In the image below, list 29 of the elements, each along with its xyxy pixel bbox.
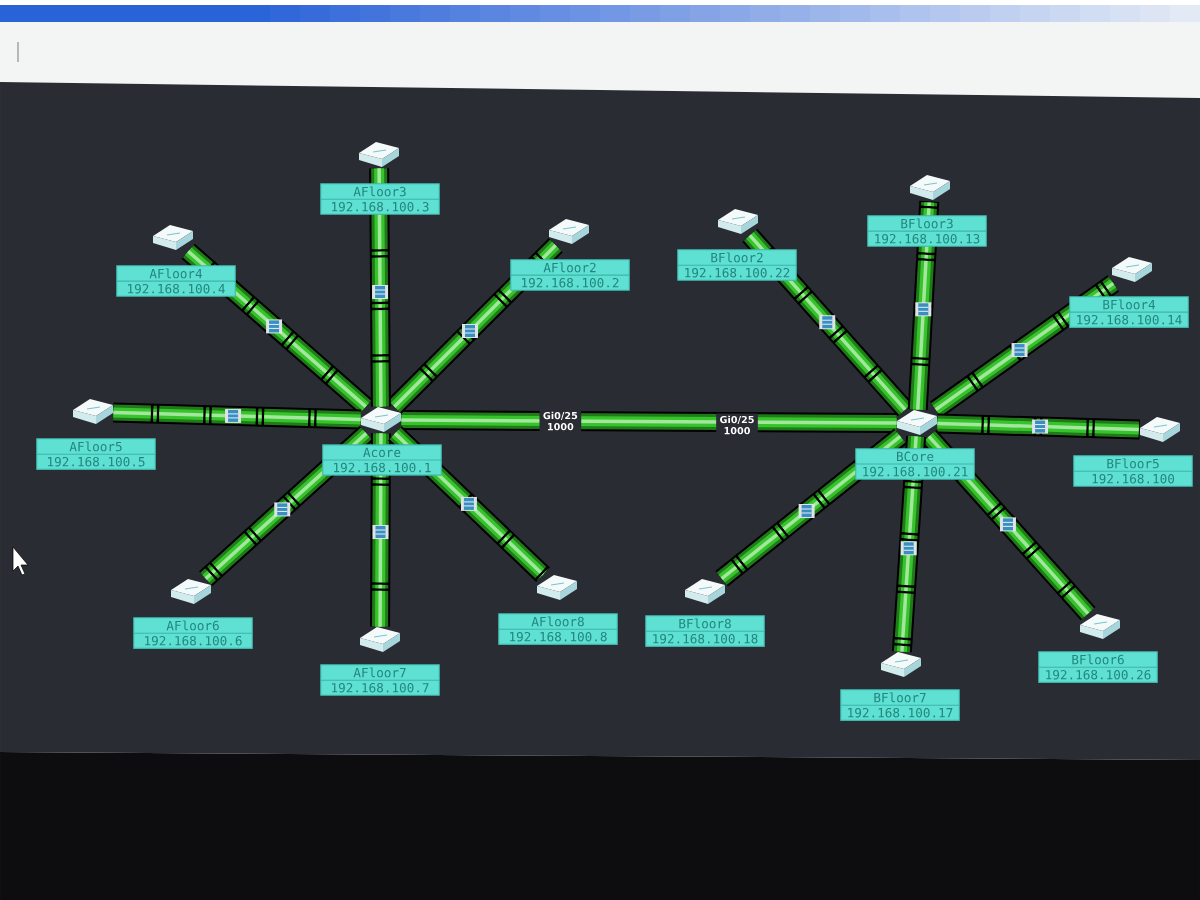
device-label: AFloor2 192.168.100.2: [510, 259, 630, 291]
port-label: Gi0/25 1000: [716, 413, 758, 437]
device-label: Acore 192.168.100.1: [322, 444, 442, 476]
device-label: BFloor5 192.168.100: [1073, 455, 1193, 487]
cable: [401, 410, 897, 433]
cable: [937, 413, 1140, 440]
device-label: BFloor6 192.168.100.26: [1038, 651, 1158, 683]
device-label: BFloor7 192.168.100.17: [840, 689, 960, 721]
device-label: AFloor4 192.168.100.4: [116, 265, 236, 297]
edge-label: Gi0/25 1000: [539, 409, 582, 433]
cable: [388, 426, 550, 582]
device-label: AFloor5 192.168.100.5: [36, 438, 156, 470]
cable: [199, 425, 373, 587]
device-label: BCore 192.168.100.21: [855, 448, 975, 480]
device-label: AFloor6 192.168.100.6: [133, 617, 253, 649]
device-label: AFloor8 192.168.100.8: [498, 613, 618, 645]
cable: [907, 200, 940, 411]
device-label: AFloor7 192.168.100.7: [320, 664, 440, 696]
cable: [181, 243, 373, 415]
device-label: BFloor4 192.168.100.14: [1069, 296, 1189, 328]
cable: [715, 428, 907, 587]
cable: [369, 168, 391, 407]
device-label: BFloor8 192.168.100.18: [645, 615, 765, 647]
device-label: AFloor3 192.168.100.3: [320, 183, 440, 215]
cable: [891, 435, 927, 653]
device-label: BFloor2 192.168.100.22: [677, 249, 797, 281]
device-label: BFloor3 192.168.100.13: [867, 215, 987, 247]
cable: [113, 402, 361, 430]
cable: [370, 433, 391, 627]
